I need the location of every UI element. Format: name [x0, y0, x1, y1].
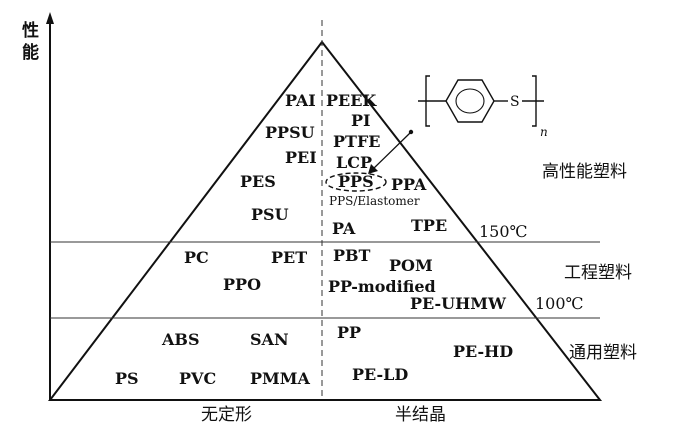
pps-highlight-ellipse	[325, 172, 387, 192]
sulfur-atom: S	[510, 94, 520, 110]
polymer-peek: PEEK	[326, 91, 377, 110]
polymer-pa: PA	[332, 219, 356, 238]
polymer-ppsu: PPSU	[265, 123, 315, 142]
polymer-pbt: PBT	[333, 246, 371, 265]
polymer-pe-ld: PE-LD	[352, 365, 408, 384]
polymer-ppa: PPA	[391, 175, 427, 194]
polymer-pe-uhmw: PE-UHMW	[410, 294, 507, 313]
polymer-pc: PC	[184, 248, 209, 267]
polymer-pvc: PVC	[179, 369, 216, 388]
y-label-1: 性	[22, 20, 39, 41]
polymer-pp-modified: PP-modified	[328, 277, 436, 296]
note-pps-elastomer: PPS/Elastomer	[329, 194, 420, 208]
polymer-lcp: LCP	[336, 153, 372, 172]
polymer-pp: PP	[337, 323, 361, 342]
polymer-pom: POM	[389, 256, 433, 275]
bottom-semicrystalline: 半结晶	[395, 405, 446, 425]
temp-150: 150℃	[479, 222, 527, 241]
formula-arrow-dot	[408, 129, 414, 135]
temp-100: 100℃	[535, 294, 583, 313]
polymer-pes: PES	[240, 172, 276, 191]
polymer-pps: PPS	[338, 172, 374, 191]
polymer-ps: PS	[115, 369, 139, 388]
pps-structure-formula: S n	[418, 75, 548, 139]
polymer-psu: PSU	[251, 205, 289, 224]
polymer-tpe: TPE	[411, 216, 447, 235]
polymer-pi: PI	[351, 111, 371, 130]
subscript-n: n	[540, 125, 548, 139]
formula-arrow-line	[371, 132, 411, 171]
polymer-pei: PEI	[285, 148, 317, 167]
zone-general: 通用塑料	[569, 343, 637, 363]
polymer-ptfe: PTFE	[333, 132, 381, 151]
zone-high: 高性能塑料	[542, 162, 627, 182]
polymer-san: SAN	[250, 330, 289, 349]
polymer-pmma: PMMA	[250, 369, 310, 388]
y-axis-arrow	[46, 12, 54, 24]
pyramid-outline	[47, 40, 603, 401]
polymer-pe-hd: PE-HD	[453, 342, 513, 361]
zone-engineering: 工程塑料	[564, 263, 632, 283]
benzene-ring	[445, 79, 495, 123]
bottom-amorphous: 无定形	[201, 405, 252, 425]
polymer-ppo: PPO	[223, 275, 261, 294]
polymer-abs: ABS	[161, 330, 200, 349]
polymer-pet: PET	[271, 248, 307, 267]
formula-arrow-head	[368, 164, 378, 174]
polymer-pai: PAI	[285, 91, 316, 110]
y-label-2: 能	[22, 42, 39, 63]
